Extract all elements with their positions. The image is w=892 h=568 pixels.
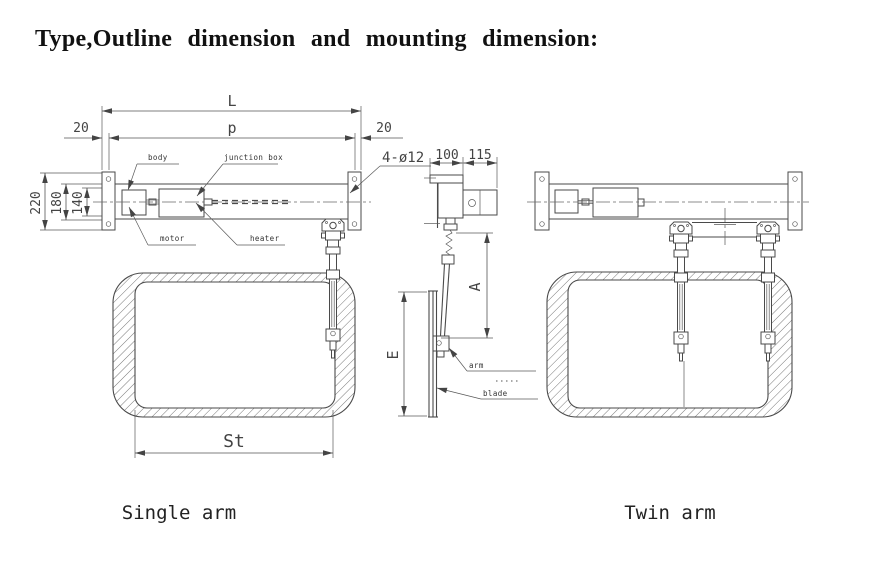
dim-A-label: A [466, 282, 484, 291]
mounting-plate-right-twin [787, 171, 803, 231]
junction-box-nub [637, 198, 645, 207]
page-title: Type,Outline dimension and mounting dime… [35, 26, 598, 52]
wiper-beam-twin [549, 183, 788, 220]
twin-arm-diagram: Twin arm [527, 171, 809, 524]
dim-140-label: 140 [71, 191, 86, 214]
window-frame-twin [546, 271, 793, 418]
dimension-mounting-p: p [108, 119, 356, 170]
dim-115-label: 115 [468, 148, 491, 163]
side-view: 100 115 [384, 148, 538, 418]
dimension-100-115: 100 115 [429, 148, 498, 188]
twin-arm-caption: Twin arm [624, 502, 716, 524]
dimension-180: 180 [50, 183, 102, 221]
single-arm-diagram: L p 20 20 220 180 [29, 92, 431, 524]
arm-support-bar [692, 221, 757, 238]
window-frame-single [112, 272, 356, 418]
dim-St-label: St [223, 431, 245, 452]
housing-side-view [424, 174, 498, 228]
dim-100-label: 100 [435, 148, 458, 163]
holes-callout-label: 4-ø12 [382, 150, 424, 166]
arm-label: arm [469, 361, 484, 370]
dimension-A: A [441, 232, 493, 339]
dimension-St: St [134, 410, 334, 458]
dim-E-label: E [384, 350, 402, 359]
motor-body-box [121, 189, 147, 216]
mounting-plate-left-twin [534, 171, 550, 231]
dimension-140: 140 [71, 187, 102, 217]
holes-callout: 4-ø12 [349, 150, 431, 194]
body-label: body [148, 153, 168, 162]
motor-body-box-twin [554, 189, 579, 214]
junction-box-label: junction box [224, 153, 283, 162]
motor-callout: motor [128, 206, 196, 246]
dimension-220: 220 [29, 172, 102, 231]
motor-label: motor [160, 234, 185, 243]
arm-callout: arm [448, 347, 536, 372]
dimension-E: E [384, 291, 427, 417]
junction-box [158, 188, 205, 218]
junction-box-callout: junction box [196, 153, 283, 197]
dim-20-left-label: 20 [73, 121, 89, 136]
wiper-arm-side-view [432, 217, 458, 358]
center-mark [714, 208, 736, 247]
blade-label: blade [483, 389, 508, 398]
mounting-plate-left [101, 171, 116, 231]
dimension-offset-left: 20 [64, 121, 102, 141]
mounting-plate-right [347, 171, 362, 231]
heater-callout: heater [195, 202, 285, 246]
wiper-beam [115, 183, 348, 220]
dim-220-label: 220 [29, 191, 44, 214]
dimension-offset-right: 20 [361, 121, 403, 141]
glass-panel-side-view [428, 290, 438, 418]
junction-box-twin [592, 187, 639, 218]
dim-180-label: 180 [50, 191, 65, 214]
dim-20-right-label: 20 [376, 121, 392, 136]
dim-L-label: L [227, 92, 236, 110]
dim-p-label: p [227, 119, 236, 137]
heater-element [203, 198, 290, 206]
blade-callout: blade [436, 387, 538, 400]
body-callout: body [127, 153, 179, 191]
heater-label: heater [250, 234, 280, 243]
single-arm-caption: Single arm [122, 502, 236, 524]
